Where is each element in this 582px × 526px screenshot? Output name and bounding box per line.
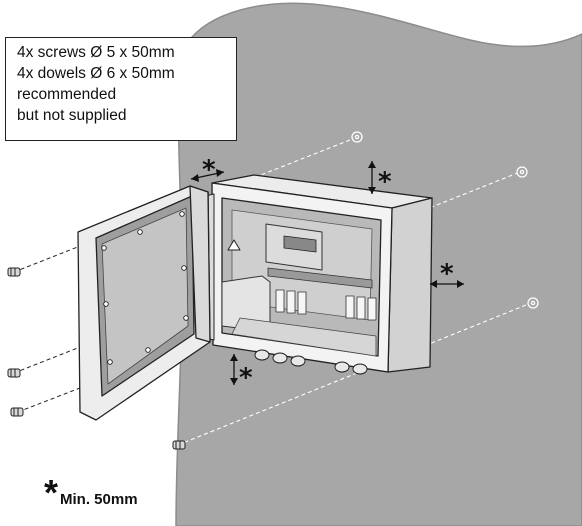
enclosure-housing — [204, 174, 433, 375]
clearance-asterisk-bottom: * — [239, 363, 253, 393]
drill-hole — [351, 131, 539, 309]
legend-asterisk: * — [44, 472, 59, 513]
clearance-asterisk-door: * — [202, 155, 216, 185]
legend-label: Min. 50mm — [60, 491, 138, 508]
clearance-legend: *Min. 50mm — [44, 475, 138, 511]
note-line: 4x screws Ø 5 x 50mm — [17, 44, 175, 61]
fixing-note-box: 4x screws Ø 5 x 50mm 4x dowels Ø 6 x 50m… — [5, 37, 237, 141]
note-line: but not supplied — [17, 107, 127, 124]
note-line: 4x dowels Ø 6 x 50mm — [17, 65, 175, 82]
clearance-marker: * * * * — [202, 155, 454, 393]
note-line: recommended — [17, 86, 117, 103]
clearance-asterisk-top: * — [378, 167, 392, 197]
enclosure-door — [77, 185, 211, 421]
screw-icon — [7, 267, 186, 450]
clearance-asterisk-side: * — [440, 259, 454, 289]
